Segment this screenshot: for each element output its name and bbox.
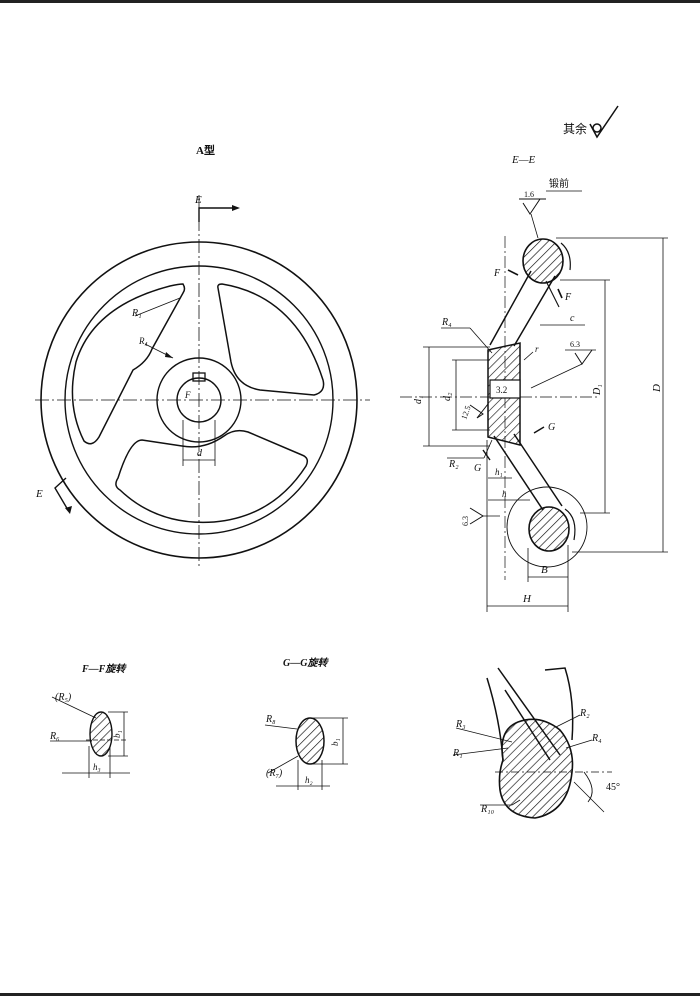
label-H: H bbox=[522, 593, 532, 605]
bottom-border-line bbox=[0, 993, 700, 996]
hub-outer-circle bbox=[156, 357, 242, 443]
section-mark-top: E bbox=[194, 194, 240, 222]
section-mark-bottom-label: E bbox=[35, 488, 43, 500]
label-ff-h3: h₃ bbox=[93, 762, 101, 772]
section-ff-title: F—F旋转 bbox=[81, 663, 127, 675]
roughness-symbol-icon bbox=[589, 105, 619, 139]
label-d2: d₂ bbox=[442, 392, 453, 401]
label-detail-r4: R₄ bbox=[591, 733, 602, 744]
view-ee-section: E—E 锻前 1.6 3.2 F F R₄ r bbox=[400, 154, 668, 612]
chamfer-note: 锻前 bbox=[549, 177, 569, 190]
detail-view: R₃ R₁ R₂ R₄ R₁₀ 45° bbox=[452, 667, 620, 819]
label-gg-h2: h₂ bbox=[305, 775, 313, 785]
label-ff-r5: (R₅) bbox=[55, 692, 72, 703]
section-mark-bottom: E bbox=[35, 477, 72, 514]
section-ff-shape bbox=[89, 711, 113, 757]
label-g-low: G bbox=[474, 463, 481, 474]
keyway bbox=[192, 372, 206, 382]
spoke-upper bbox=[489, 270, 556, 347]
label-c: c bbox=[570, 313, 575, 324]
label-D: D bbox=[651, 384, 663, 393]
label-gg-r7: (R₇) bbox=[266, 768, 283, 779]
section-ff: F—F旋转 (R₅) R₆ b₁ h₃ bbox=[49, 663, 130, 778]
detail-rim-section bbox=[498, 718, 574, 819]
label-r4: R₄ bbox=[138, 336, 148, 346]
label-detail-r10: R₁₀ bbox=[480, 804, 495, 815]
label-r4-ee: R₄ bbox=[441, 317, 452, 328]
label-detail-r2: R₂ bbox=[579, 708, 590, 719]
spoke-opening-right bbox=[217, 283, 325, 396]
spoke-opening-left bbox=[71, 283, 186, 445]
detail-circle bbox=[506, 486, 588, 568]
label-B: B bbox=[541, 564, 548, 576]
roughness-12-5: 12.5 bbox=[459, 404, 472, 420]
label-detail-r1: R₁ bbox=[452, 748, 463, 759]
label-h: h bbox=[502, 489, 507, 499]
section-gg-shape bbox=[295, 717, 325, 765]
label-gg-b1: b₁ bbox=[330, 738, 340, 746]
rim-section-top bbox=[522, 238, 564, 284]
view-a-front: A型 E E R₁ R₄ F bbox=[35, 143, 370, 568]
section-gg-title: G—G旋转 bbox=[283, 657, 329, 669]
spoke-lower bbox=[493, 433, 563, 511]
label-d1: d₁ bbox=[413, 396, 424, 404]
label-d: d bbox=[197, 448, 203, 459]
roughness-6-3-right: 6.3 bbox=[570, 340, 580, 349]
label-r: r bbox=[535, 344, 539, 354]
label-gg-r8: R₈ bbox=[265, 714, 276, 725]
label-D1: D₁ bbox=[592, 384, 603, 396]
label-f-right: F bbox=[564, 292, 572, 303]
spoke-opening-bottom bbox=[115, 429, 309, 524]
roughness-3-2: 3.2 bbox=[496, 385, 507, 395]
view-ee-title: E—E bbox=[511, 154, 536, 166]
hub-bore bbox=[489, 379, 521, 399]
rim-section-bottom bbox=[528, 506, 570, 552]
label-detail-r3: R₃ bbox=[455, 719, 466, 730]
roughness-6-3-left: 6.3 bbox=[461, 516, 470, 526]
hub-bore-circle bbox=[176, 377, 222, 423]
label-r2-ee: R₂ bbox=[448, 459, 459, 470]
section-gg: G—G旋转 R₈ (R₇) b₁ h₂ bbox=[264, 657, 348, 790]
label-ff-r6: R₆ bbox=[49, 731, 60, 742]
label-detail-angle: 45° bbox=[606, 782, 620, 793]
label-ff-b1: b₁ bbox=[112, 730, 122, 738]
top-border-line bbox=[0, 0, 700, 3]
surface-roughness-note: 其余 bbox=[563, 105, 619, 139]
label-g-mid: G bbox=[548, 422, 555, 433]
label-f-top: F bbox=[493, 268, 501, 279]
label-f-center: F bbox=[184, 390, 191, 400]
view-a-title: A型 bbox=[196, 143, 215, 157]
label-r1: R₁ bbox=[131, 308, 142, 319]
roughness-1-6: 1.6 bbox=[524, 190, 534, 199]
rim-outer-circle bbox=[40, 241, 358, 559]
surface-note-text: 其余 bbox=[563, 121, 587, 136]
rim-inner-circle bbox=[64, 265, 334, 535]
label-h1: h₁ bbox=[495, 467, 503, 477]
section-mark-top-label: E bbox=[194, 194, 202, 206]
